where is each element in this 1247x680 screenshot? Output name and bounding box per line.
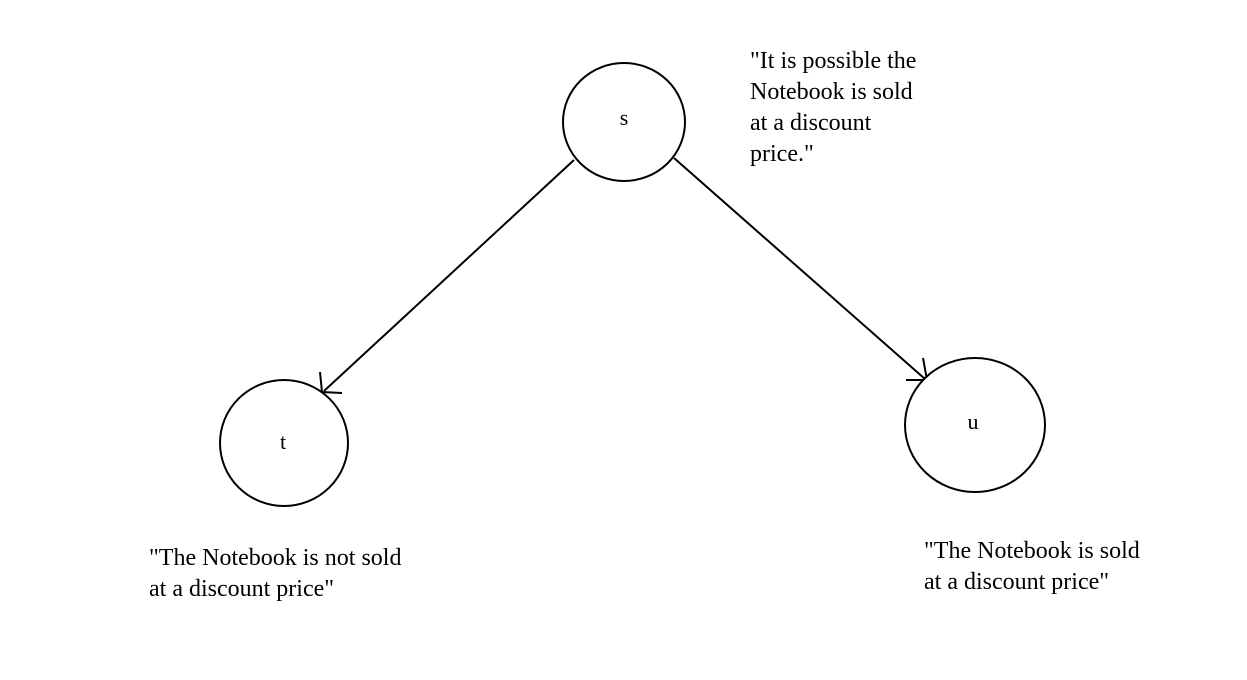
caption-t-line: at a discount price" (149, 576, 335, 602)
arrowhead-t (319, 371, 343, 394)
edge-s-to-t (319, 159, 575, 394)
node-u: u (904, 357, 1046, 493)
node-t-label: t (280, 429, 286, 454)
caption-u-line: at a discount price" (924, 569, 1110, 595)
caption-u: "The Notebook is sold at a discount pric… (924, 536, 1140, 598)
caption-s: "It is possible the Notebook is sold at … (750, 46, 916, 170)
caption-u-line: "The Notebook is sold (924, 538, 1140, 564)
edge-s-to-u (673, 157, 929, 381)
caption-t-line: "The Notebook is not sold (149, 545, 402, 571)
node-t: t (219, 379, 349, 507)
caption-s-line: "It is possible the (750, 48, 917, 74)
caption-s-line: price." (750, 141, 814, 167)
caption-t: "The Notebook is not sold at a discount … (149, 543, 401, 605)
node-s: s (562, 62, 686, 182)
node-u-label: u (968, 409, 979, 434)
caption-s-line: at a discount (750, 110, 872, 136)
node-s-label: s (620, 105, 629, 130)
caption-s-line: Notebook is sold (750, 79, 913, 105)
